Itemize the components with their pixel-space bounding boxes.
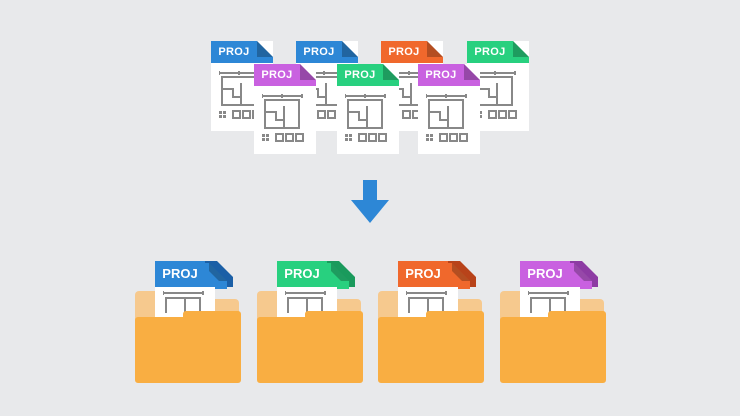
folder-front <box>378 317 484 383</box>
arrow-down-icon <box>351 180 389 223</box>
file-tag <box>418 64 464 86</box>
file-tag <box>296 41 342 63</box>
file-tag <box>337 64 383 86</box>
file-tag <box>277 261 327 287</box>
file-type-label: PROJ <box>344 69 376 81</box>
file-tag <box>398 261 448 287</box>
blueprint-icon <box>528 291 569 313</box>
folded-corner-icon <box>381 64 399 86</box>
folder-front <box>257 317 363 383</box>
blueprint-icon <box>406 291 447 313</box>
blueprint-icon <box>163 291 204 313</box>
folder: PROJ <box>135 261 241 383</box>
proj-file: PROJ <box>418 64 480 154</box>
file-type-label: PROJ <box>527 266 563 281</box>
file-type-label: PROJ <box>284 266 320 281</box>
folder-front <box>500 317 606 383</box>
file-type-label: PROJ <box>303 46 335 58</box>
file-type-label: PROJ <box>261 69 293 81</box>
file-type-label: PROJ <box>405 266 441 281</box>
file-type-label: PROJ <box>162 266 198 281</box>
folder-front-tab <box>426 311 484 321</box>
folded-corner-icon <box>511 41 529 63</box>
folder-front <box>135 317 241 383</box>
file-tag <box>381 41 427 63</box>
blueprint-icon <box>345 94 387 142</box>
folder-front-tab <box>183 311 241 321</box>
folded-corner-icon <box>298 64 316 86</box>
folder: PROJ <box>500 261 606 383</box>
folder: PROJ <box>378 261 484 383</box>
blueprint-icon <box>285 291 326 313</box>
folded-corner-icon <box>425 41 443 63</box>
file-tag <box>254 64 300 86</box>
blueprint-icon <box>262 94 304 142</box>
folder-front-tab <box>548 311 606 321</box>
file-tag <box>211 41 257 63</box>
folder: PROJ <box>257 261 363 383</box>
folded-corner-icon <box>340 41 358 63</box>
file-type-label: PROJ <box>388 46 420 58</box>
file-tag <box>155 261 205 287</box>
folded-corner-icon <box>462 64 480 86</box>
proj-file: PROJ <box>337 64 399 154</box>
folded-corner-icon <box>255 41 273 63</box>
file-tag <box>520 261 570 287</box>
blueprint-icon <box>426 94 468 142</box>
folder-front-tab <box>305 311 363 321</box>
file-type-label: PROJ <box>218 46 250 58</box>
proj-file: PROJ <box>254 64 316 154</box>
file-type-label: PROJ <box>474 46 506 58</box>
file-type-label: PROJ <box>425 69 457 81</box>
blueprint-icon <box>475 71 517 119</box>
file-tag <box>467 41 513 63</box>
proj-file: PROJ <box>467 41 529 131</box>
